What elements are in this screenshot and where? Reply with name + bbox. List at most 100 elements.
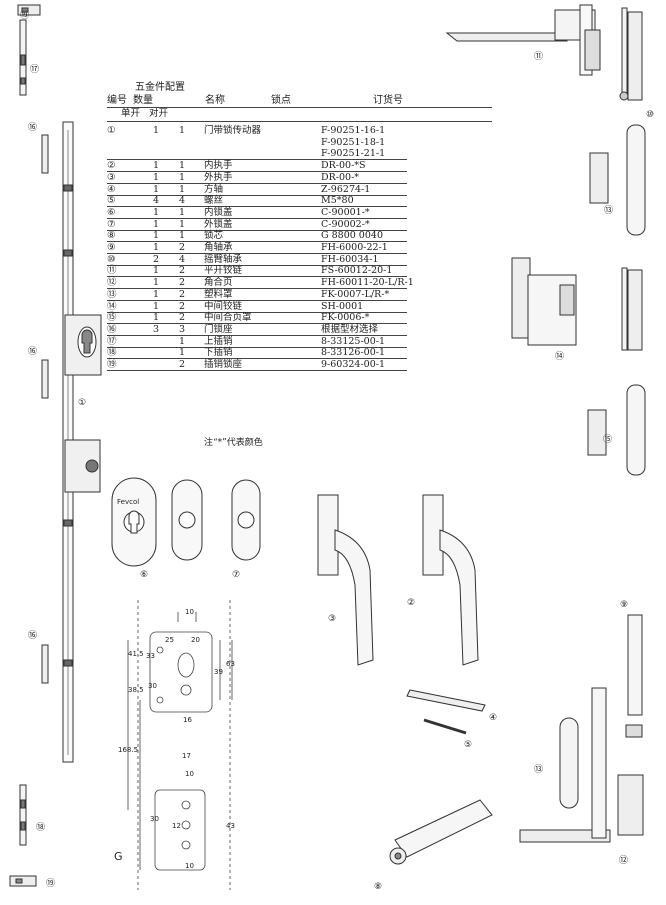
table-row: F-90251-18-1 [107, 137, 492, 148]
row-name: 螺丝 [204, 195, 224, 207]
row-rule [107, 171, 407, 173]
dim-10-top: 10 [185, 608, 194, 616]
callout-1: ① [78, 398, 87, 408]
dim-63: 63 [226, 660, 235, 668]
row-single-qty: 1 [153, 288, 160, 300]
espagnolette-bar [62, 121, 102, 763]
callout-17: ⑰ [30, 65, 40, 75]
corner-bearing [625, 614, 643, 738]
row-order: FH-6000-22-1 [321, 242, 388, 253]
row-name: 外锁盖 [204, 218, 233, 230]
row-name: 塑料罩 [204, 288, 233, 300]
middle-hinge [511, 257, 577, 346]
row-single-qty: 1 [153, 218, 160, 230]
row-no: ⑮ [107, 312, 117, 324]
row-order: FS-60012-20-1 [321, 265, 393, 277]
row-order: 8-33126-00-1 [321, 347, 386, 359]
keeper-bottom [41, 644, 49, 684]
dim-g: G [114, 850, 123, 863]
callout-7: ⑦ [232, 570, 241, 580]
outer-lock-cover-a [171, 479, 203, 561]
callout-10: ⑩ [646, 110, 655, 120]
callout-11: ⑪ [534, 52, 544, 62]
row-rule [107, 276, 407, 278]
dim-16: 16 [183, 716, 192, 724]
row-name: 内锁盖 [204, 206, 233, 218]
row-rule [107, 288, 407, 290]
row-single-qty: 1 [153, 160, 160, 172]
row-rule [107, 217, 407, 219]
row-rule [107, 358, 407, 360]
callout-5: ⑤ [464, 740, 473, 750]
header-no: 编号 [107, 95, 127, 106]
dim-17: 17 [182, 752, 191, 760]
row-rule [107, 264, 407, 266]
row-single-qty: 1 [153, 300, 160, 312]
row-order: FK-0007-L/R-* [321, 288, 390, 300]
callout-9: ⑨ [620, 600, 629, 610]
row-name: 锁芯 [204, 230, 224, 242]
row-no: ⑲ [107, 359, 117, 370]
callout-2: ② [407, 598, 416, 608]
row-order: SH-0001 [321, 300, 364, 312]
callout-8: ⑧ [374, 882, 383, 892]
table-note: 注“*”代表颜色 [204, 438, 263, 448]
row-single-qty: 1 [153, 230, 160, 242]
row-name: 角轴承 [204, 242, 233, 253]
dim-10-bottom: 10 [185, 862, 194, 870]
row-rule [107, 206, 407, 208]
middle-hinge-cover [587, 384, 646, 476]
callout-16-mid: ⑯ [28, 347, 38, 357]
row-no: ⑰ [107, 335, 117, 347]
callout-16-bottom: ⑯ [28, 631, 38, 641]
row-single-qty: 1 [153, 265, 160, 277]
row-order: 9-60324-00-1 [321, 359, 386, 370]
bottom-bolt [19, 784, 27, 846]
row-single-qty: 4 [153, 195, 160, 207]
lock-cylinder [389, 799, 493, 865]
callout-16-top: ⑯ [28, 123, 38, 133]
row-single-qty: 1 [153, 206, 160, 218]
row-name: 摇臂轴承 [204, 253, 243, 265]
dim-39: 39 [214, 668, 223, 676]
dim-10-mid: 10 [185, 770, 194, 778]
row-no: ⑱ [107, 347, 117, 359]
row-single-qty: 1 [153, 183, 160, 195]
screw [423, 718, 467, 735]
row-single-qty: 2 [153, 253, 160, 265]
row-double-qty: 2 [179, 242, 186, 253]
header-name: 名称 [205, 95, 225, 106]
row-double-qty: 2 [179, 300, 186, 312]
row-order: F-90251-16-1 [321, 125, 386, 136]
header-lockpoint: 锁点 [271, 95, 291, 106]
keeper-middle [41, 359, 49, 399]
row-name: 中间铰链 [204, 300, 243, 312]
row-double-qty: 2 [179, 359, 186, 370]
row-single-qty: 1 [153, 277, 160, 289]
row-no: ⑪ [107, 265, 117, 277]
row-rule [107, 346, 407, 348]
brand-label: Fevcol [117, 498, 140, 506]
row-name: 门锁座 [204, 323, 233, 335]
keeper-top [41, 134, 49, 174]
row-no: ⑦ [107, 218, 116, 230]
row-single-qty: 3 [153, 323, 160, 335]
callout-6: ⑥ [140, 570, 149, 580]
dim-20: 20 [191, 636, 200, 644]
row-name: 插销锁座 [204, 359, 243, 370]
row-name: 平开铰链 [204, 265, 243, 277]
row-order: FK-0006-* [321, 312, 370, 324]
callout-15: ⑮ [603, 435, 613, 445]
row-double-qty: 1 [179, 230, 186, 242]
